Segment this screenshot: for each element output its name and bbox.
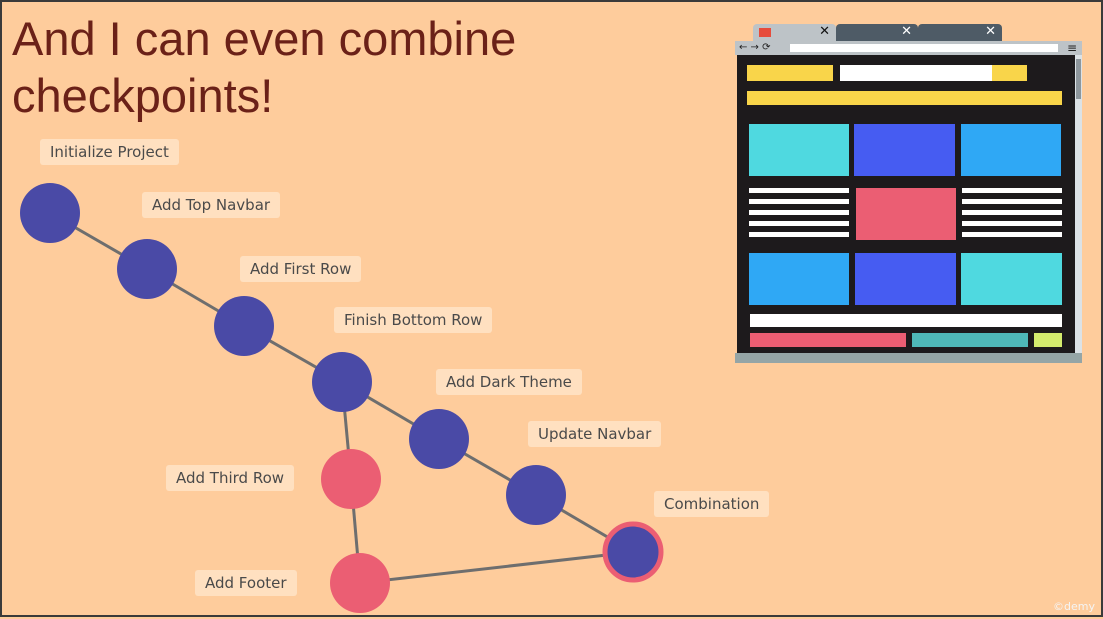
node-combination xyxy=(602,521,664,583)
row3-card-1 xyxy=(749,253,849,305)
logo-block xyxy=(747,65,833,81)
browser-viewport xyxy=(737,55,1075,353)
label-add-dark-theme: Add Dark Theme xyxy=(436,369,582,395)
label-update-navbar: Update Navbar xyxy=(528,421,662,447)
node-finish-bottom-row xyxy=(312,352,372,412)
node-add-footer xyxy=(330,553,390,613)
node-add-third-row xyxy=(321,449,381,509)
text-lines-right xyxy=(962,188,1062,240)
text-lines-left xyxy=(749,188,849,240)
scrollbar-thumb xyxy=(1076,59,1081,99)
footer-block-2 xyxy=(912,333,1028,347)
browser-tab-1: ✕ xyxy=(753,24,836,42)
tab-favicon-icon xyxy=(759,28,771,37)
label-add-first-row: Add First Row xyxy=(240,256,362,282)
browser-bottom-bar xyxy=(735,353,1082,363)
row1-card-1 xyxy=(749,124,849,176)
node-initialize-project xyxy=(20,183,80,243)
menu-icon: ≡ xyxy=(1066,41,1077,55)
label-add-top-navbar: Add Top Navbar xyxy=(142,192,281,218)
label-finish-bottom-row: Finish Bottom Row xyxy=(334,307,493,333)
slide-title: And I can even combine checkpoints! xyxy=(12,10,516,124)
label-add-third-row: Add Third Row xyxy=(166,465,295,491)
nav-arrows-icon: ← → ⟳ xyxy=(739,42,771,53)
row1-card-2 xyxy=(854,124,955,176)
title-line-2: checkpoints! xyxy=(12,69,274,122)
browser-tab-3: ✕ xyxy=(918,24,1002,42)
title-line-1: And I can even combine xyxy=(12,12,517,65)
label-initialize-project: Initialize Project xyxy=(40,139,179,165)
node-add-first-row xyxy=(214,296,274,356)
label-add-footer: Add Footer xyxy=(195,570,297,596)
close-icon: ✕ xyxy=(985,24,996,39)
row1-card-3 xyxy=(961,124,1061,176)
scrollbar xyxy=(1075,55,1082,353)
label-combination: Combination xyxy=(654,491,770,517)
edge-add-footer-to-combination xyxy=(359,550,634,585)
address-bar xyxy=(790,44,1058,52)
footer-block-3 xyxy=(1034,333,1062,347)
row3-card-2 xyxy=(855,253,956,305)
close-icon: ✕ xyxy=(901,24,912,39)
search-block xyxy=(840,65,992,81)
node-update-navbar xyxy=(506,465,566,525)
node-add-dark-theme xyxy=(409,409,469,469)
footer-text-block xyxy=(750,314,1062,327)
browser-mockup: ✕ ✕ ✕ ← → ⟳ ≡ xyxy=(735,24,1082,363)
browser-toolbar: ← → ⟳ ≡ xyxy=(735,41,1082,55)
udemy-watermark: ©demy xyxy=(1053,600,1095,613)
navbar-block xyxy=(747,91,1062,105)
node-add-top-navbar xyxy=(117,239,177,299)
search-button-block xyxy=(992,65,1027,81)
browser-tab-2: ✕ xyxy=(836,24,918,42)
row3-card-3 xyxy=(961,253,1062,305)
close-icon: ✕ xyxy=(819,24,830,39)
row2-image-block xyxy=(856,188,956,240)
footer-block-1 xyxy=(750,333,906,347)
